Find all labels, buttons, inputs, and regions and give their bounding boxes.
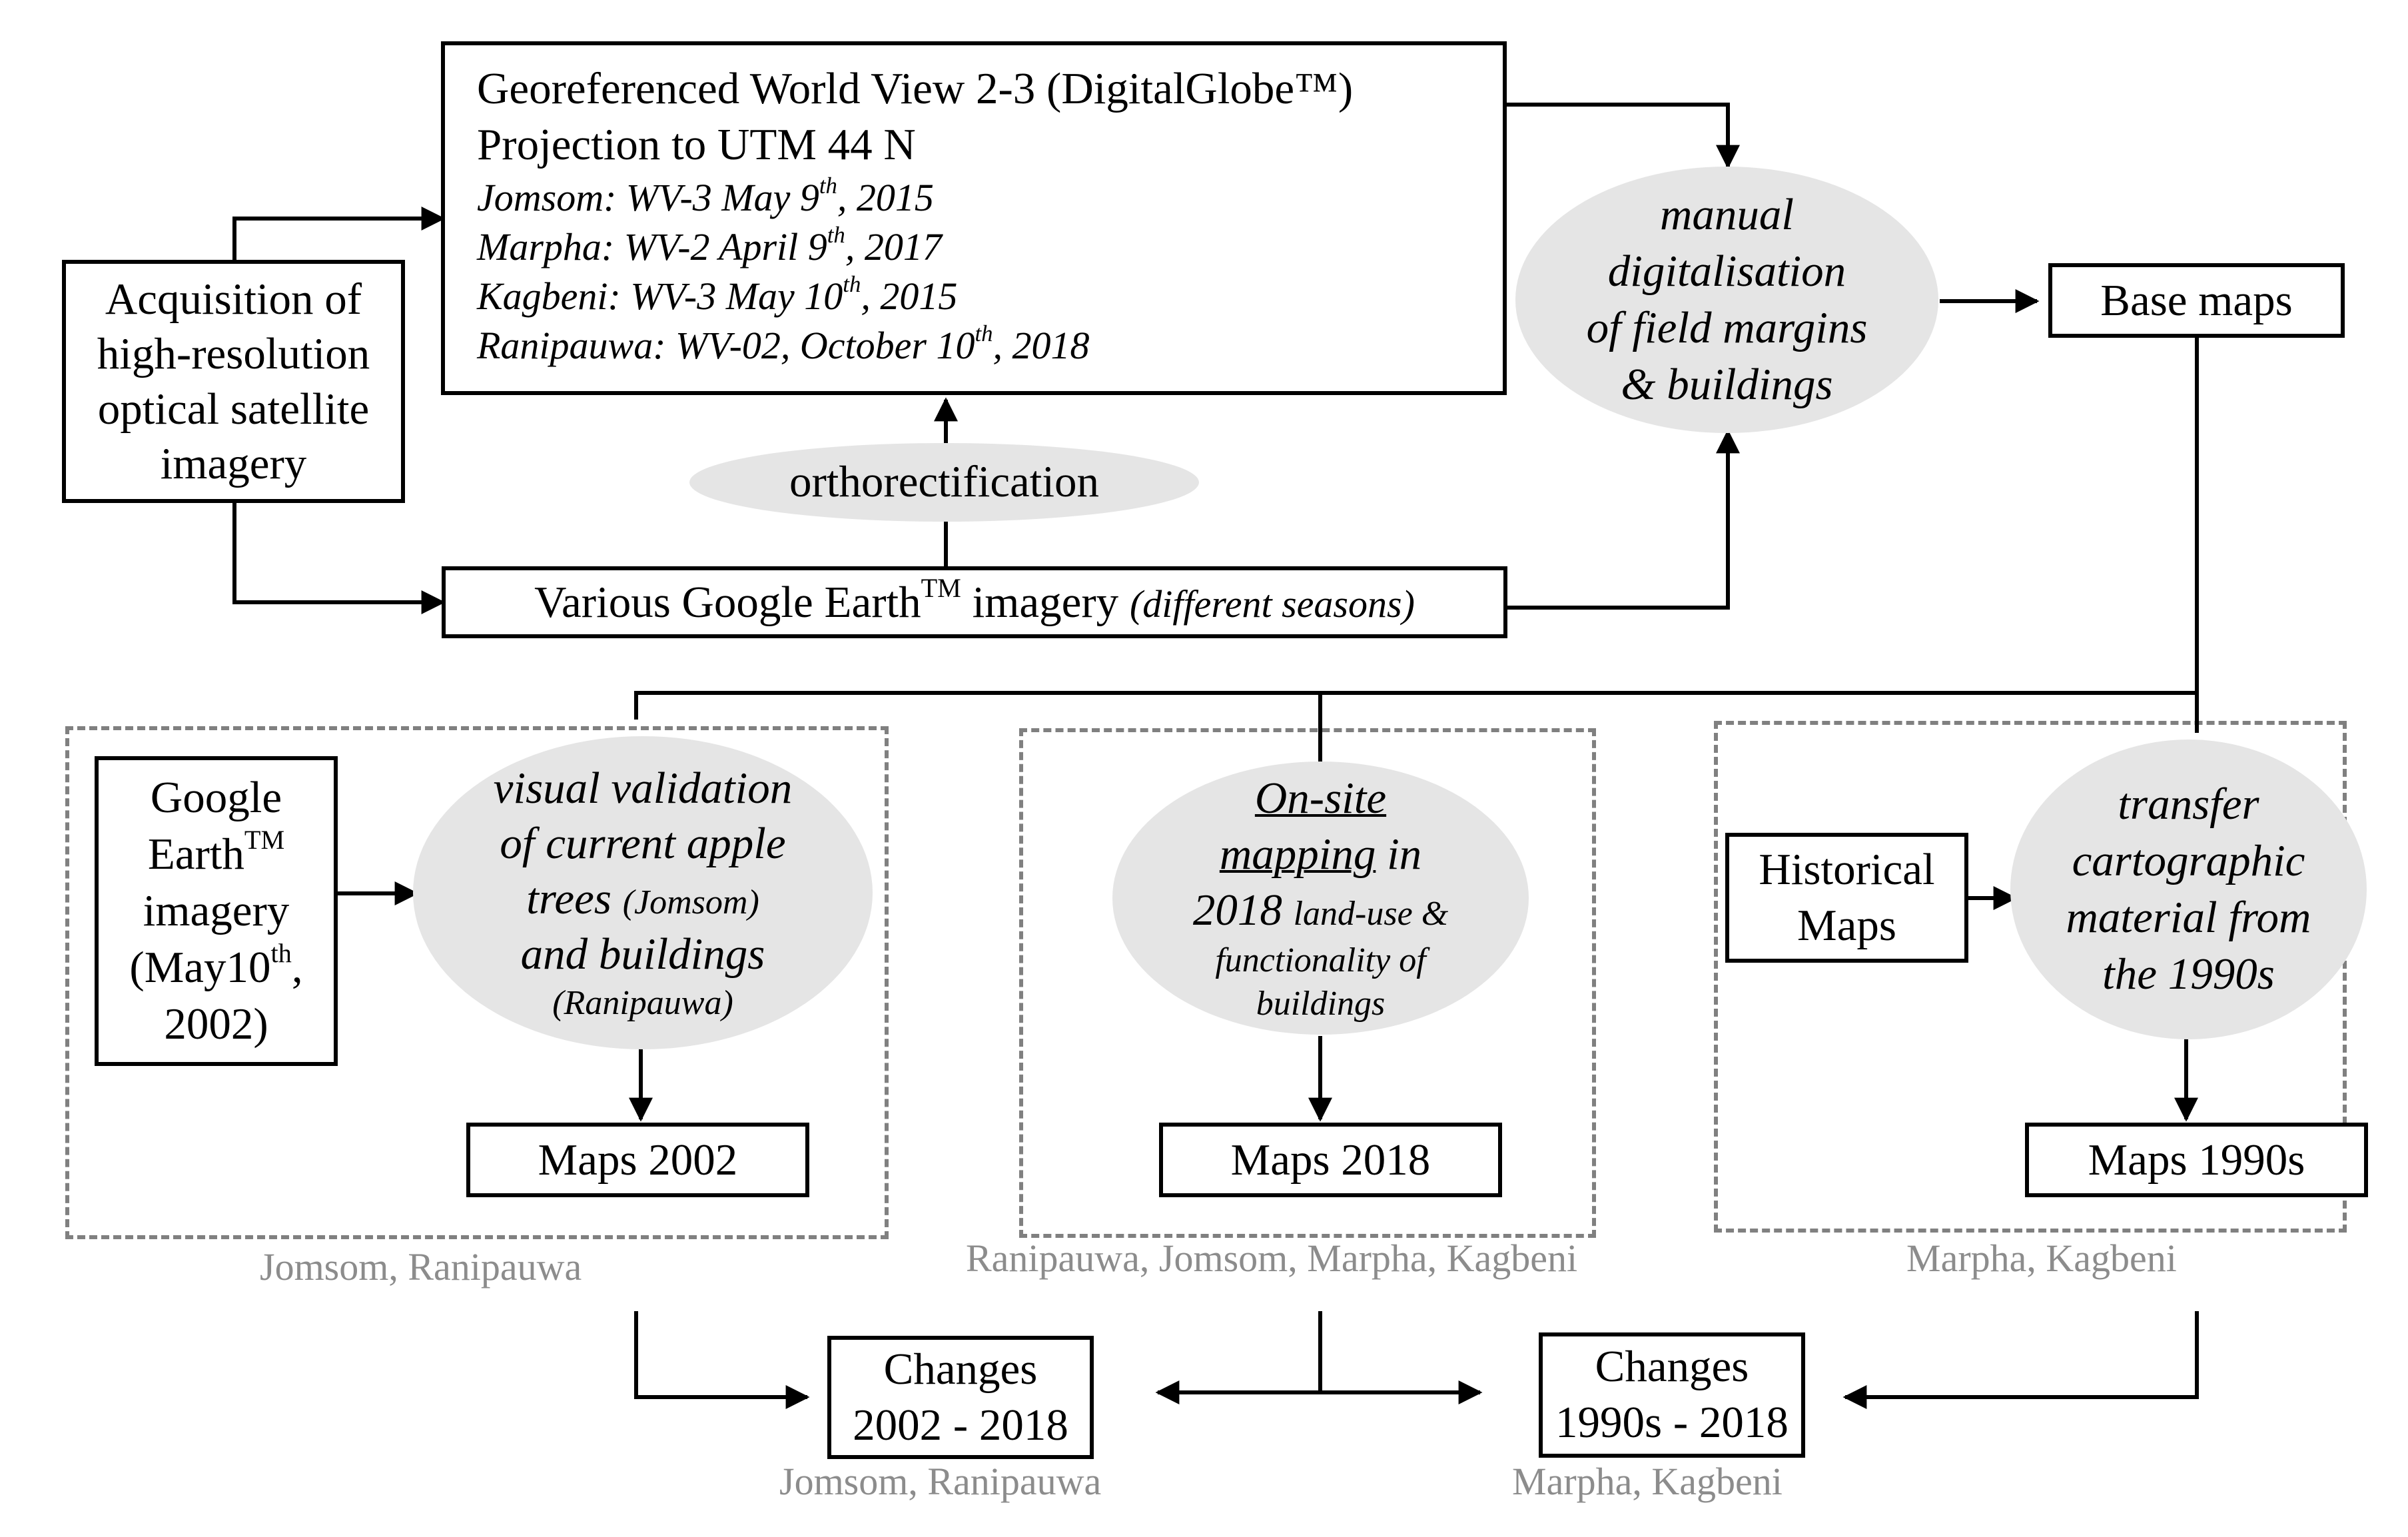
worldview-projection: Projection to UTM 44 N [477,119,916,169]
validation-line: visual validation [493,763,793,813]
worldview-scene-marpha: Marpha: WV-2 April 9th, 2017 [477,221,942,268]
onsite-line: mapping in [1219,829,1422,879]
google-2002-box: Google EarthTM imagery (May10th, 2002) [95,756,338,1066]
maps-1990s-box: Maps 1990s [2025,1123,2368,1197]
digitalisation-line: of field margins [1586,303,1868,352]
transfer-line: transfer [2118,779,2259,829]
base-maps-label: Base maps [2100,275,2293,325]
changes-1990s-box: Changes 1990s - 2018 [1539,1332,1805,1458]
transfer-line: the 1990s [2102,949,2275,999]
historical-line: Maps [1797,900,1896,950]
group-1990s-places: Marpha, Kagbeni [1906,1237,2177,1280]
changes-1990s-line: Changes [1595,1342,1749,1392]
google-2002-line: 2002) [164,999,268,1049]
google-2002-line: (May10th, [129,937,303,993]
transfer-line: cartographic [2072,835,2305,885]
changes-1990s-line: 1990s - 2018 [1555,1398,1789,1447]
google-2002-line: imagery [143,885,290,935]
arrow-acquisition-to-google-various [232,503,446,614]
digitalisation-line: & buildings [1621,360,1833,410]
validation-line: (Ranipauwa) [552,983,733,1022]
onsite-line: On-site [1254,773,1387,823]
validation-line: of current apple [500,818,786,868]
validation-line: trees (Jomsom) [526,873,759,923]
worldview-scene-jomsom: Jomsom: WV-3 May 9th, 2015 [477,172,934,219]
arrow-group1-to-changes2002 [634,1311,810,1409]
base-maps-box: Base maps [2048,263,2345,338]
arrow-worldview-to-digitalisation [1507,103,1740,169]
group-1990s-frame [1714,721,2347,1233]
acquisition-line: Acquisition of [105,274,362,324]
google-2002-line: Google [150,772,282,822]
digitalisation-line: manual [1660,189,1794,239]
acquisition-line: optical satellite [97,384,370,434]
manual-digitalisation-ellipse: manual digitalisation of field margins &… [1515,167,1938,433]
changes-2002-places: Jomsom, Ranipauwa [779,1460,1102,1503]
google-various-label: Various Google EarthTM imagery (differen… [534,572,1415,627]
transfer-line: material from [2066,893,2311,942]
group-2018-frame [1019,728,1596,1238]
worldview-box: Georeferenced World View 2-3 (DigitalGlo… [441,41,1507,395]
worldview-scene-kagbeni: Kagbeni: WV-3 May 10th, 2015 [477,270,958,318]
orthorectification-label: orthorectification [789,457,1100,507]
changes-2002-box: Changes 2002 - 2018 [827,1336,1094,1459]
group-2018-places: Ranipauwa, Jomsom, Marpha, Kagbeni [966,1237,1578,1280]
maps-1990s-label: Maps 1990s [2088,1135,2305,1185]
arrow-google-to-digitalisation [1507,429,1740,610]
group-2002-places: Jomsom, Ranipauwa [260,1245,582,1288]
worldview-scene-ranipauwa: Ranipauwa: WV-02, October 10th, 2018 [477,320,1090,368]
changes-2002-line: Changes [883,1344,1038,1394]
maps-2018-box: Maps 2018 [1159,1123,1502,1197]
maps-2002-label: Maps 2002 [538,1135,738,1185]
validation-line: and buildings [520,929,765,979]
acquisition-line: imagery [160,438,307,488]
maps-2018-label: Maps 2018 [1230,1135,1431,1185]
arrow-acquisition-to-worldview [232,207,446,261]
maps-2002-box: Maps 2002 [466,1123,809,1197]
onsite-line: 2018 land-use & [1192,885,1449,935]
google-2002-line: EarthTM [147,824,285,879]
visual-validation-ellipse: visual validation of current apple trees… [413,736,873,1049]
onsite-mapping-ellipse: On-site mapping in 2018 land-use & funct… [1112,762,1529,1035]
arrow-group3-to-changes1990 [1842,1311,2199,1409]
orthorectification-ellipse: orthorectification [689,443,1199,522]
acquisition-line: high-resolution [97,329,370,379]
changes-1990s-places: Marpha, Kagbeni [1512,1460,1783,1503]
historical-maps-box: Historical Maps [1725,833,1968,963]
acquisition-box: Acquisition of high-resolution optical s… [62,260,405,503]
historical-line: Historical [1759,844,1935,894]
onsite-line: buildings [1256,984,1386,1023]
digitalisation-line: digitalisation [1607,246,1846,296]
changes-2002-line: 2002 - 2018 [853,1400,1068,1450]
onsite-line: functionality of [1215,941,1426,979]
google-various-box: Various Google EarthTM imagery (differen… [442,566,1507,638]
group-2002-frame [65,726,889,1239]
transfer-ellipse: transfer cartographic material from the … [2010,740,2367,1039]
worldview-title: Georeferenced World View 2-3 (DigitalGlo… [477,64,1354,113]
